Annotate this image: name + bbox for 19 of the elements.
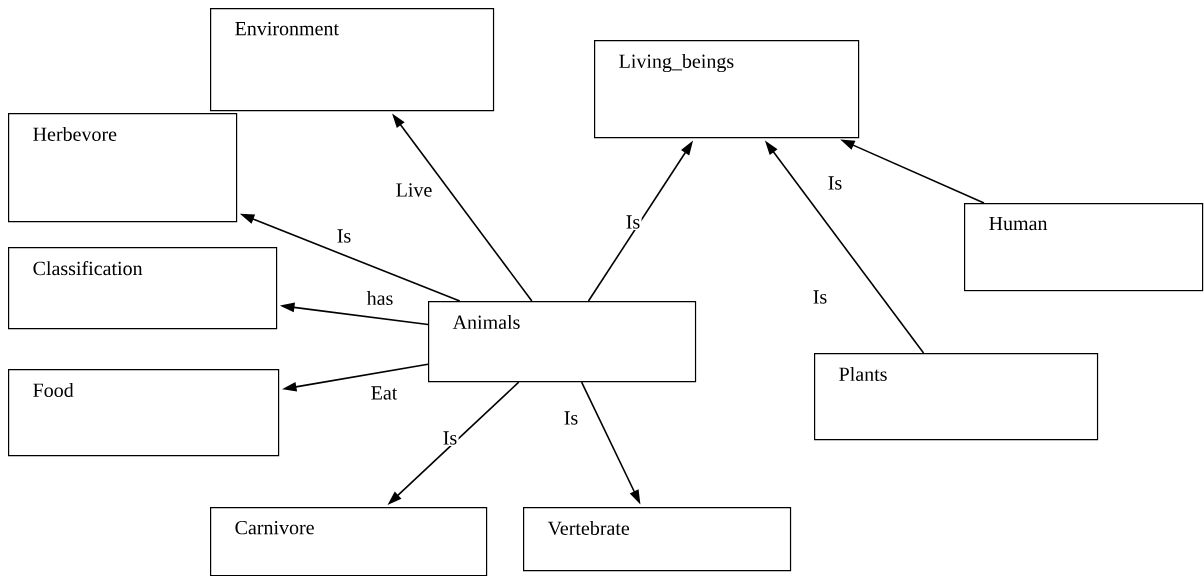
edge-label: Is xyxy=(441,430,459,446)
edge-label: Is xyxy=(562,410,580,426)
concept-box: Food xyxy=(8,369,280,457)
edge-label: Live xyxy=(394,181,434,199)
concept-box: Plants xyxy=(814,353,1099,441)
concept-box: Herbevore xyxy=(8,113,238,223)
concept-box: Vertebrate xyxy=(523,507,792,572)
edge-label: Is xyxy=(335,228,353,244)
edge-label: Eat xyxy=(369,385,399,401)
concept-box: Classification xyxy=(8,247,278,330)
edge-label: Is xyxy=(811,289,829,305)
concept-box: Animals xyxy=(428,301,697,383)
concept-box: Carnivore xyxy=(210,507,488,576)
edge-label: Is xyxy=(624,214,642,230)
concept-box: Living_beings xyxy=(594,40,860,139)
edge-label: has xyxy=(365,289,395,307)
concept-box: Environment xyxy=(210,8,495,112)
concept-box: Human xyxy=(964,203,1204,292)
edge-label: Is xyxy=(826,175,844,191)
